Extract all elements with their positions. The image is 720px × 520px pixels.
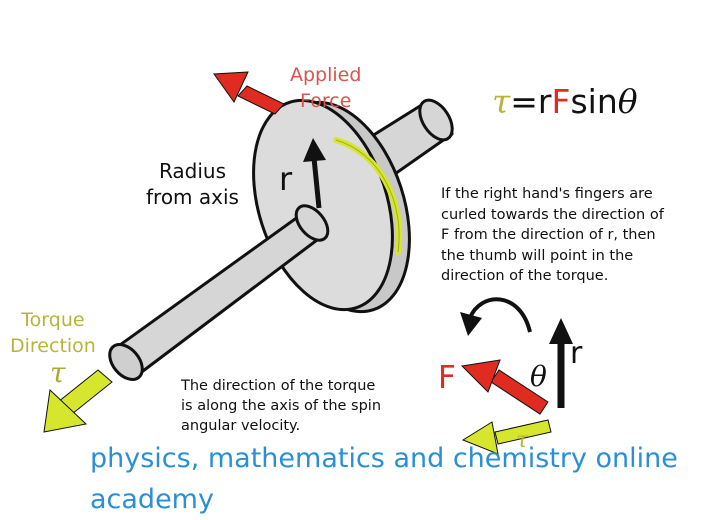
- torque-formula: τ=rFsinθ: [492, 82, 638, 121]
- torque-direction-label: Torque Direction: [10, 309, 96, 357]
- rotation-arc: [333, 137, 403, 255]
- radius-vector-arrow: [303, 138, 326, 209]
- tau-symbol-left: τ: [50, 356, 66, 389]
- axle-front: [108, 204, 330, 381]
- right-hand-rule-text: If the right hand's fingers are curled t…: [441, 186, 664, 284]
- applied-force-arrow: [213, 71, 285, 115]
- torque-direction-arrow: [43, 369, 113, 433]
- torque-direction-note: The direction of the torque is along the…: [181, 378, 382, 434]
- r-vector-arrow: [549, 318, 573, 408]
- tau-vector-arrow: [461, 419, 552, 455]
- theta-label-vector: θ: [530, 360, 547, 393]
- applied-force-label: Applied Force: [290, 64, 362, 112]
- tau-label-vector: τ: [516, 428, 529, 453]
- r-label-disk: r: [279, 160, 293, 198]
- F-label-vector: F: [438, 360, 456, 396]
- r-label-vector: r: [570, 336, 583, 371]
- watermark-text: physics, mathematics and chemistry onlin…: [90, 443, 678, 515]
- torque-diagram: [43, 71, 573, 455]
- F-vector-arrow: [460, 359, 549, 415]
- curl-arrow: [460, 297, 532, 336]
- radius-from-axis-label: Radius from axis: [146, 159, 239, 209]
